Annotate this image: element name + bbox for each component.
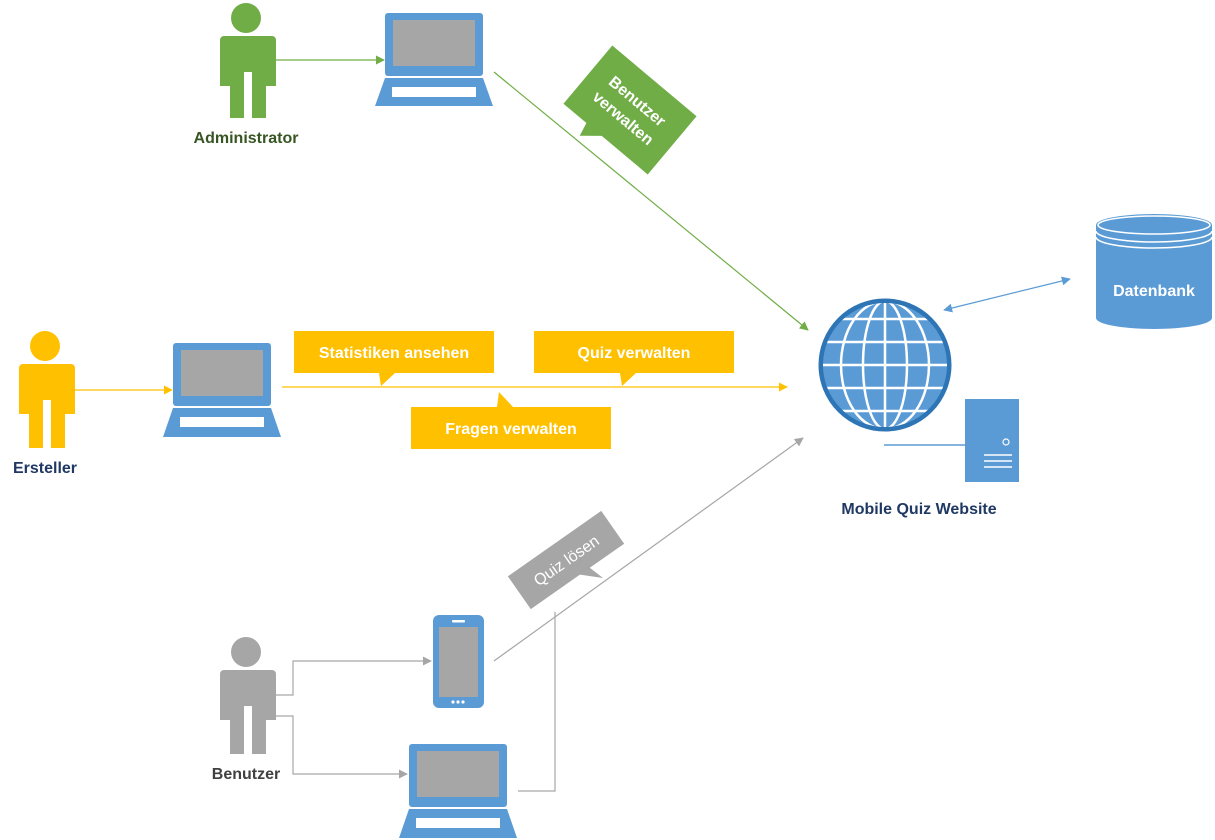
server-icon xyxy=(965,399,1019,482)
quiz-manage-callout-label: Quiz verwalten xyxy=(578,345,691,362)
statistics-callout: Statistiken ansehen xyxy=(294,331,494,386)
manage-users-callout: Benutzer verwalten xyxy=(563,45,697,175)
admin-label: Administrator xyxy=(194,130,299,147)
admin-laptop-icon xyxy=(375,13,493,106)
quiz-manage-callout: Quiz verwalten xyxy=(534,331,734,386)
creator-laptop-icon xyxy=(163,343,281,437)
system-label: Mobile Quiz Website xyxy=(841,501,996,518)
questions-manage-callout-label: Fragen verwalten xyxy=(445,421,577,438)
questions-manage-callout: Fragen verwalten xyxy=(411,392,611,449)
admin-to-website-arrow xyxy=(493,71,809,331)
creator-label: Ersteller xyxy=(13,460,77,477)
phone-to-website-arrow xyxy=(493,437,804,662)
admin-person-icon xyxy=(220,3,276,118)
website-globe-icon xyxy=(818,298,952,432)
user-to-laptop-arrow xyxy=(276,715,408,779)
website-database-arrow xyxy=(943,276,1071,313)
user-person-icon xyxy=(220,637,276,754)
user-to-phone-arrow xyxy=(276,656,432,696)
user-label: Benutzer xyxy=(212,766,280,783)
database-label: Datenbank xyxy=(1113,283,1195,300)
user-laptop-to-website-connector xyxy=(518,612,556,792)
statistics-callout-label: Statistiken ansehen xyxy=(319,345,469,362)
database-icon xyxy=(1095,214,1213,329)
creator-person-icon xyxy=(19,331,75,448)
user-laptop-icon xyxy=(399,744,517,838)
user-smartphone-icon xyxy=(433,615,484,708)
